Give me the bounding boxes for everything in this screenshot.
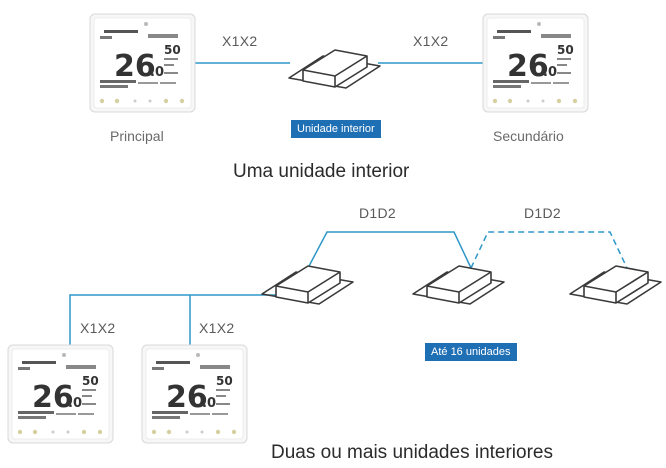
controller-principal bbox=[89, 13, 196, 113]
principal-label: Principal bbox=[110, 128, 164, 144]
secondary-label: Secundário bbox=[493, 128, 564, 144]
units-badge: Até 16 unidades bbox=[425, 343, 517, 361]
x1x2-label-bottom-1: X1X2 bbox=[80, 320, 116, 336]
wire-d1d2-dashed bbox=[470, 231, 628, 269]
wire-d1d2-solid bbox=[307, 231, 472, 269]
d1d2-label-1: D1D2 bbox=[359, 205, 396, 221]
indoor-unit-3 bbox=[569, 265, 662, 305]
d1d2-label-2: D1D2 bbox=[524, 205, 561, 221]
indoor-unit-1 bbox=[261, 265, 354, 305]
indoor-unit-2 bbox=[412, 265, 505, 305]
indoor-unit-badge: Unidade interior bbox=[291, 120, 381, 138]
x1x2-label-bottom-2: X1X2 bbox=[199, 320, 235, 336]
indoor-unit-top bbox=[288, 49, 381, 89]
wire-x1x2-bus bbox=[69, 294, 277, 345]
controller-bottom-2 bbox=[141, 344, 248, 444]
x1x2-label-left: X1X2 bbox=[222, 33, 258, 49]
bottom-caption: Duas ou mais unidades interiores bbox=[271, 442, 553, 463]
x1x2-label-right: X1X2 bbox=[413, 33, 449, 49]
controller-bottom-1 bbox=[7, 344, 114, 444]
controller-secondary bbox=[482, 13, 589, 113]
top-caption: Uma unidade interior bbox=[233, 161, 410, 182]
